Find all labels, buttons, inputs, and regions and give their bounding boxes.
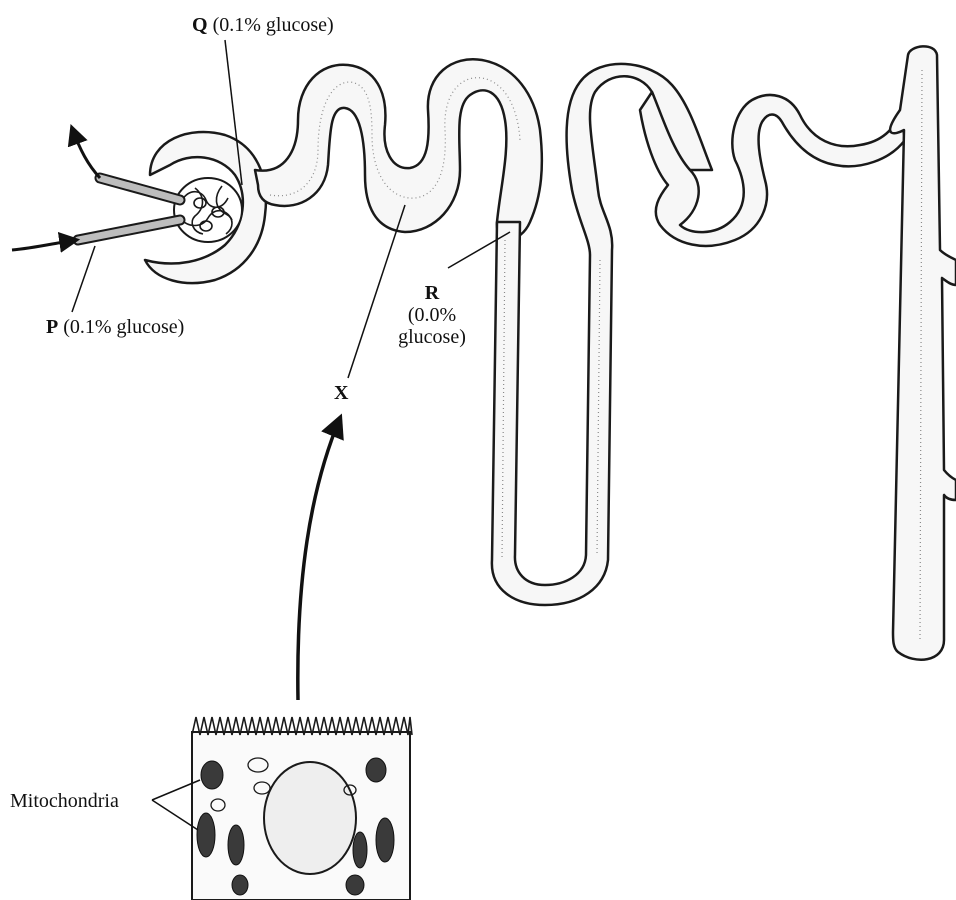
p-pointer-line <box>72 246 95 312</box>
label-q-text: (0.1% glucose) <box>213 14 334 36</box>
label-p-letter: P <box>46 316 58 338</box>
arterioles <box>12 128 180 250</box>
label-p-text: (0.1% glucose) <box>63 316 184 338</box>
mitochondrion <box>366 758 386 782</box>
label-r-letter: R <box>425 282 439 304</box>
label-r-line1: (0.0% <box>395 304 469 326</box>
mitochondrion <box>232 875 248 895</box>
mitochondrion <box>201 761 223 789</box>
glomerulus <box>174 178 242 242</box>
label-r: R (0.0% glucose) <box>395 282 469 348</box>
label-q: Q (0.1% glucose) <box>192 14 334 36</box>
mitochondrion <box>376 818 394 862</box>
label-p: P (0.1% glucose) <box>46 316 184 338</box>
epithelial-cell <box>192 717 412 900</box>
mitochondrion <box>346 875 364 895</box>
label-q-letter: Q <box>192 14 208 36</box>
label-r-line2: glucose) <box>395 326 469 348</box>
label-x: X <box>334 382 348 404</box>
mitochondrion <box>197 813 215 857</box>
mitochondrion <box>228 825 244 865</box>
label-x-letter: X <box>334 382 348 404</box>
proximal-convoluted-tubule <box>255 59 542 239</box>
mitochondrion <box>353 832 367 868</box>
label-mitochondria: Mitochondria <box>10 790 119 812</box>
nucleus <box>264 762 356 874</box>
cell-to-x-arrow <box>298 418 340 700</box>
label-mitochondria-text: Mitochondria <box>10 790 119 812</box>
